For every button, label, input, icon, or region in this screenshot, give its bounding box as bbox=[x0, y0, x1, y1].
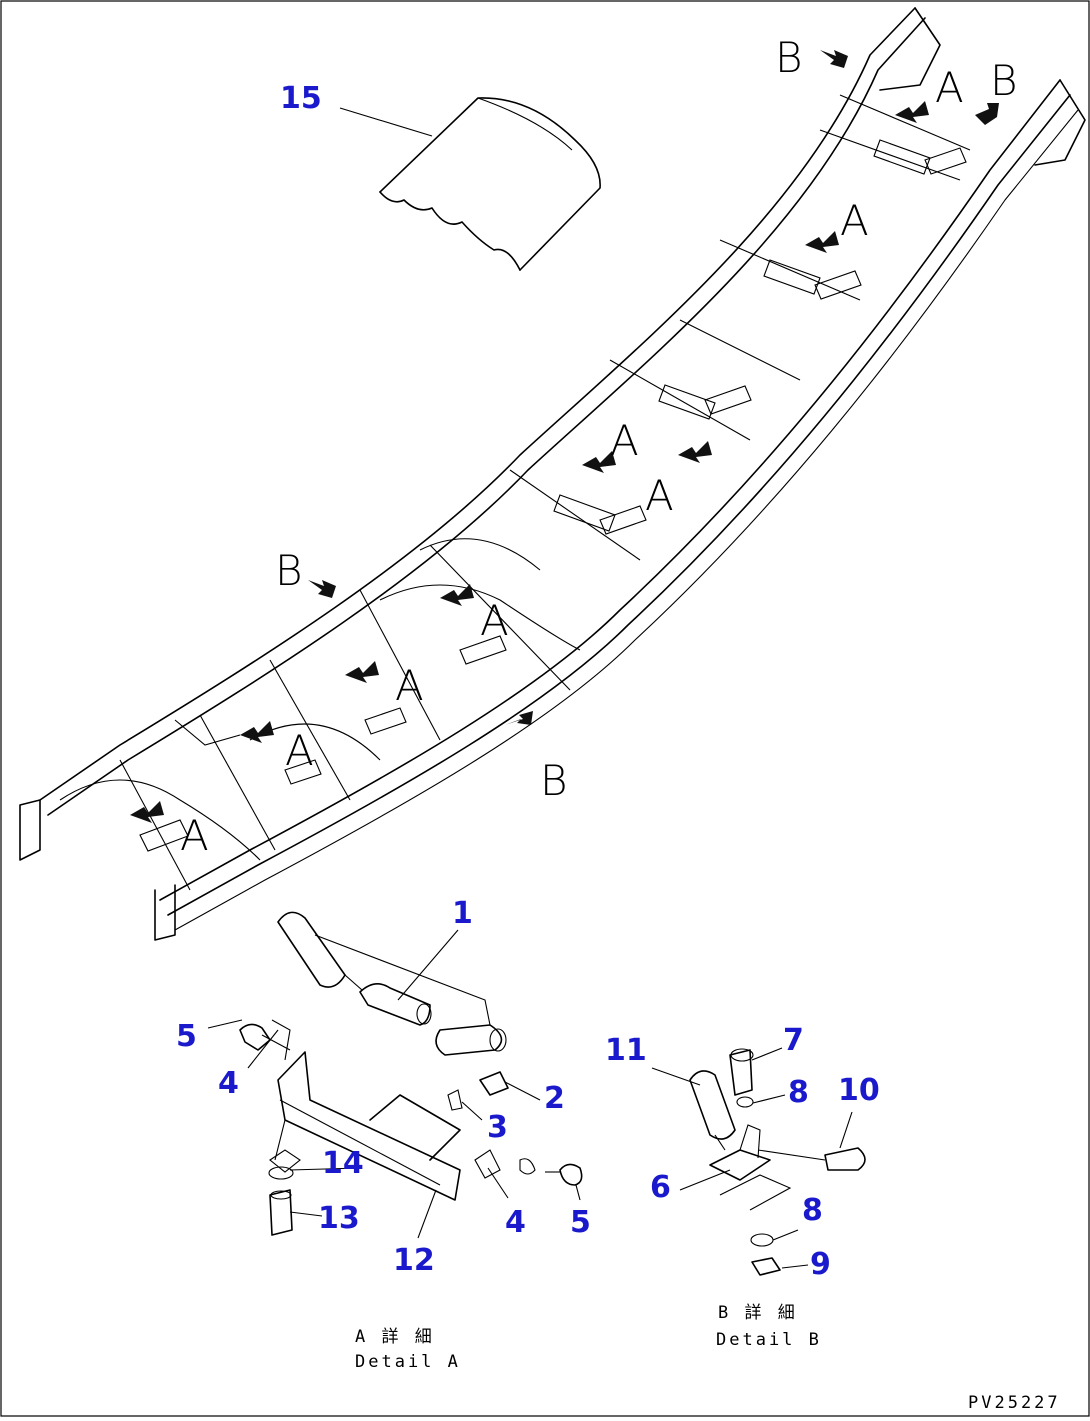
callout-5: 5 bbox=[570, 1205, 591, 1240]
arrow-icon bbox=[678, 441, 712, 463]
detail-a-caption-en: Detail A bbox=[355, 1352, 461, 1372]
detail-captions: A 詳 細 Detail A B 詳 細 Detail B bbox=[355, 1303, 822, 1372]
view-letter-b: B bbox=[275, 546, 303, 595]
view-arrows bbox=[130, 50, 999, 823]
view-letter-a: A bbox=[180, 811, 209, 860]
arrow-icon bbox=[805, 231, 839, 253]
callout-15: 15 bbox=[280, 81, 322, 116]
callout-14: 14 bbox=[322, 1146, 364, 1181]
arrow-icon bbox=[130, 801, 164, 823]
detail-b-drawing bbox=[689, 1048, 866, 1276]
callout-4: 4 bbox=[218, 1066, 239, 1101]
view-letter-a: A bbox=[610, 416, 639, 465]
arrow-icon bbox=[975, 103, 999, 125]
arrow-icon bbox=[308, 580, 336, 598]
detail-b-caption-en: Detail B bbox=[716, 1330, 822, 1350]
view-letter-b: B bbox=[775, 33, 803, 82]
view-letter-b: B bbox=[990, 56, 1018, 105]
callout-3: 3 bbox=[487, 1110, 508, 1145]
arrow-icon bbox=[895, 101, 929, 123]
idler-rollers bbox=[139, 139, 967, 852]
callout-1: 1 bbox=[452, 896, 473, 931]
view-letter-a: A bbox=[285, 726, 314, 775]
view-letter-a: A bbox=[395, 661, 424, 710]
arrow-icon bbox=[582, 451, 616, 473]
arrow-icon bbox=[820, 50, 848, 68]
callout-5: 5 bbox=[176, 1019, 197, 1054]
callout-9: 9 bbox=[810, 1247, 831, 1282]
part-callouts: 15 1 5 4 2 3 14 13 12 4 5 11 7 8 10 6 8 … bbox=[176, 81, 880, 1282]
callout-11: 11 bbox=[605, 1033, 647, 1068]
leader-lines bbox=[207, 107, 853, 1269]
belt-cover-drawing bbox=[379, 97, 601, 271]
conveyor-frame bbox=[19, 7, 1086, 941]
view-letter-a: A bbox=[645, 471, 674, 520]
arrow-icon bbox=[505, 711, 533, 725]
callout-8: 8 bbox=[788, 1075, 809, 1110]
detail-b-caption-jp: B 詳 細 bbox=[718, 1303, 798, 1323]
arrow-icon bbox=[240, 721, 274, 743]
detail-a-caption-jp: A 詳 細 bbox=[355, 1327, 435, 1347]
arrow-icon bbox=[440, 584, 474, 606]
callout-10: 10 bbox=[838, 1073, 880, 1108]
callout-13: 13 bbox=[318, 1201, 360, 1236]
callout-7: 7 bbox=[783, 1023, 804, 1058]
drawing-number: PV25227 bbox=[968, 1393, 1061, 1413]
view-letter-a: A bbox=[480, 596, 509, 645]
callout-12: 12 bbox=[393, 1243, 435, 1278]
view-letter-b: B bbox=[540, 756, 568, 805]
callout-4: 4 bbox=[505, 1205, 526, 1240]
detail-a-drawing bbox=[239, 911, 583, 1236]
view-letters: A A A A A A A A B B B B bbox=[180, 33, 1018, 860]
callout-8: 8 bbox=[802, 1193, 823, 1228]
callout-6: 6 bbox=[650, 1170, 671, 1205]
view-letter-a: A bbox=[935, 63, 964, 112]
view-letter-a: A bbox=[840, 196, 869, 245]
arrow-icon bbox=[345, 661, 379, 683]
callout-2: 2 bbox=[544, 1081, 565, 1116]
